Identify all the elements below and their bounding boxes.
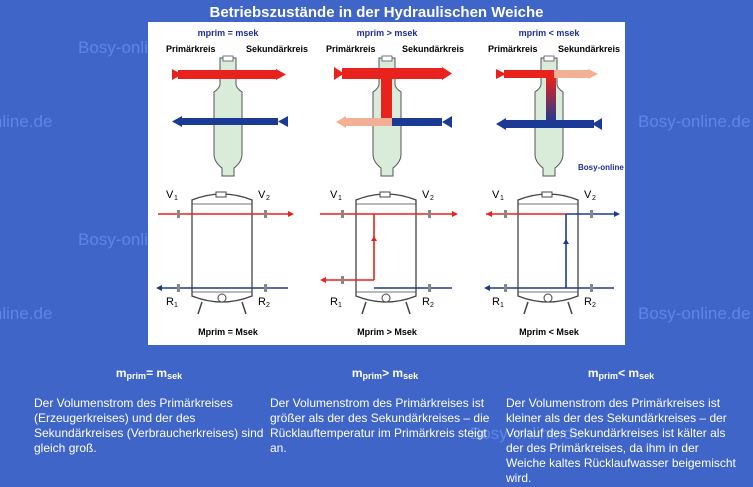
diagram-svg: mprim = msek Primärkreis Sekundärkreis m… bbox=[156, 28, 624, 337]
label-r1-index: 1 bbox=[174, 302, 178, 309]
label-v1: V bbox=[166, 189, 174, 201]
state-text: Der Volumenstrom des Primärkreises (Erze… bbox=[34, 396, 264, 455]
state-heading: mprim< msek bbox=[587, 366, 655, 381]
state-heading: mprim= msek bbox=[115, 366, 183, 381]
state-label-top: mprim = msek bbox=[198, 28, 260, 38]
label-v2-index: 2 bbox=[266, 195, 270, 202]
state-description-greater: mprim> msek Der Volumenstrom des Primärk… bbox=[270, 366, 500, 456]
state-text: Der Volumenstrom des Primärkreises ist g… bbox=[270, 396, 490, 455]
separator-vessel-greater: mprim > msek Primärkreis Sekundärkreis bbox=[326, 28, 464, 177]
diagram-panel: mprim = msek Primärkreis Sekundärkreis m… bbox=[148, 22, 625, 345]
separator-vessel-equal: mprim = msek Primärkreis Sekundärkreis bbox=[166, 28, 308, 177]
secondary-label: Sekundärkreis bbox=[246, 44, 308, 54]
state-heading: mprim> msek bbox=[351, 366, 419, 381]
primary-label: Primärkreis bbox=[488, 44, 538, 54]
label-r1: R bbox=[166, 296, 174, 308]
state-label-bottom: Mprim < Msek bbox=[519, 327, 580, 337]
secondary-label: Sekundärkreis bbox=[558, 44, 620, 54]
secondary-label: Sekundärkreis bbox=[402, 44, 464, 54]
label-r2: R bbox=[584, 296, 592, 308]
state-label-top: mprim < msek bbox=[519, 28, 581, 38]
buffer-tank-equal: V 1 V 2 R 1 R 2 Mprim = Msek bbox=[156, 189, 294, 337]
label-v2-index: 2 bbox=[592, 195, 596, 202]
watermark-text: Bosy-online.de bbox=[638, 304, 751, 323]
state-description-less: mprim< msek Der Volumenstrom des Primärk… bbox=[506, 366, 736, 486]
watermark-text: Bosy-online.de bbox=[0, 112, 53, 131]
watermark-text: Bosy-online.de bbox=[470, 424, 583, 443]
label-v2: V bbox=[584, 189, 592, 201]
label-v2-index: 2 bbox=[430, 195, 434, 202]
primary-label: Primärkreis bbox=[166, 44, 216, 54]
label-r1-index: 1 bbox=[500, 302, 504, 309]
label-v1-index: 1 bbox=[500, 195, 504, 202]
label-r2: R bbox=[258, 296, 266, 308]
label-r2-index: 2 bbox=[592, 302, 596, 309]
panel-watermark: Bosy-online bbox=[578, 163, 624, 172]
label-r1: R bbox=[330, 296, 338, 308]
state-label-bottom: Mprim > Msek bbox=[357, 327, 418, 337]
watermark-text: Bosy-online.de bbox=[0, 304, 53, 323]
label-v1: V bbox=[492, 189, 500, 201]
buffer-tank-less: V 1 V 2 R 1 R 2 Mprim < Msek bbox=[484, 189, 620, 337]
state-description-equal: mprim= msek Der Volumenstrom des Primärk… bbox=[34, 366, 264, 456]
state-label-top: mprim > msek bbox=[357, 28, 419, 38]
separator-vessel-less: mprim < msek Primärkreis Sekundärkreis B… bbox=[488, 28, 624, 177]
buffer-tank-greater: V 1 V 2 R 1 R 2 Mprim > Msek bbox=[320, 189, 458, 337]
label-v1-index: 1 bbox=[338, 195, 342, 202]
state-label-bottom: Mprim = Msek bbox=[198, 327, 259, 337]
watermark-text: Bosy-online.de bbox=[638, 112, 751, 131]
page-title: Betriebszustände in der Hydraulischen We… bbox=[209, 4, 544, 21]
label-v1-index: 1 bbox=[174, 195, 178, 202]
label-r2: R bbox=[422, 296, 430, 308]
label-r1: R bbox=[492, 296, 500, 308]
label-v1: V bbox=[330, 189, 338, 201]
label-r2-index: 2 bbox=[266, 302, 270, 309]
label-v2: V bbox=[422, 189, 430, 201]
label-v2: V bbox=[258, 189, 266, 201]
state-text: Der Volumenstrom des Primärkreises ist k… bbox=[506, 396, 736, 485]
primary-label: Primärkreis bbox=[326, 44, 376, 54]
label-r2-index: 2 bbox=[430, 302, 434, 309]
label-r1-index: 1 bbox=[338, 302, 342, 309]
